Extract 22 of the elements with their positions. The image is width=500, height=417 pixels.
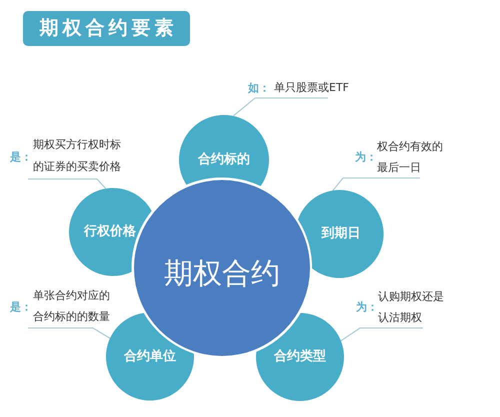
prefix-label: 为： (355, 150, 377, 164)
prefix-label: 是： (10, 150, 32, 163)
leader-line (340, 327, 423, 342)
leader-line (28, 178, 106, 189)
callout-text: 期权买方行权时标的证券的买卖价格 (33, 137, 122, 175)
circle-label: 期权合约 (164, 256, 280, 290)
circle-label: 合约类型 (274, 349, 326, 365)
leader-line (28, 327, 110, 339)
callout-text: 认购期权还是认沽期权 (378, 289, 445, 326)
circle-label: 行权价格 (84, 224, 136, 240)
title-banner: 期权合约要素 (23, 11, 190, 46)
leader-line (233, 97, 328, 116)
prefix-label: 是： (10, 300, 32, 313)
callout-text: 单只股票或ETF (274, 80, 350, 96)
circle-label: 合约标的 (198, 152, 250, 168)
leader-line (332, 177, 420, 191)
circle-label: 合约单位 (124, 349, 176, 365)
callout-text: 权合约有效的最后一日 (377, 139, 444, 176)
circle-label: 到期日 (321, 226, 360, 242)
prefix-label: 为： (356, 300, 378, 314)
callout-text: 单张合约对应的合约标的的数量 (33, 288, 111, 325)
prefix-label: 如： (248, 81, 270, 94)
